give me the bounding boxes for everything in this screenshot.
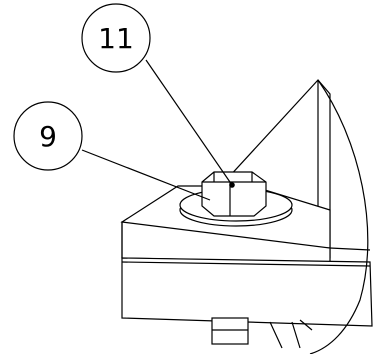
callout-label-9: 9 bbox=[39, 120, 57, 153]
detail-boundary-arc bbox=[309, 79, 369, 354]
base-plate-lower bbox=[121, 257, 373, 327]
leader-line-9 bbox=[81, 149, 211, 201]
bolt-shank bbox=[211, 317, 249, 345]
hex-bolt bbox=[201, 171, 267, 217]
callout-label-11: 11 bbox=[98, 22, 134, 55]
lower-hardware bbox=[269, 319, 313, 349]
callout-balloon-9: 9 bbox=[13, 101, 83, 171]
leader-line-11 bbox=[145, 59, 233, 186]
callout-balloon-11: 11 bbox=[81, 3, 151, 73]
